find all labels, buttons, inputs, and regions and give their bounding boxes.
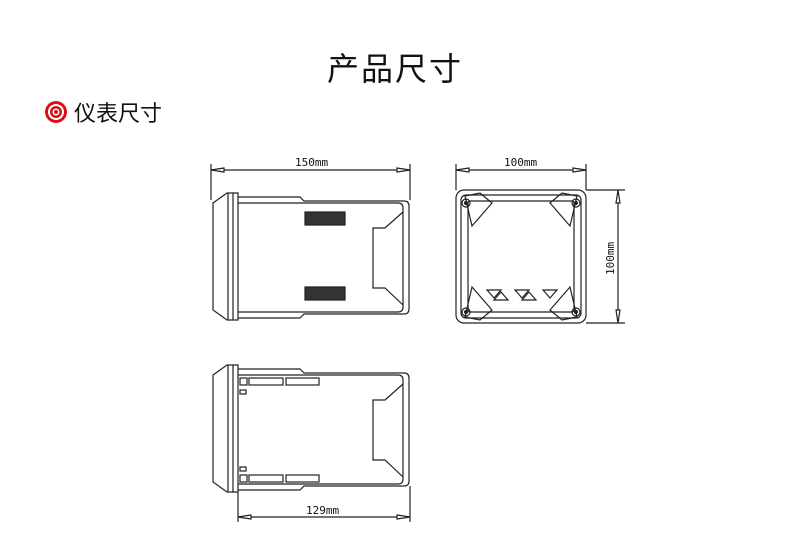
section-heading: 仪表尺寸 (44, 96, 162, 128)
target-icon (45, 101, 67, 123)
side-view-drawing: 150mm (210, 156, 411, 321)
front-view-drawing: 100mm 100mm (455, 156, 625, 324)
page-title: 产品尺寸 (326, 50, 463, 88)
front-height-label: 100mm (604, 242, 617, 275)
front-width-label: 100mm (504, 156, 537, 169)
top-view-drawing: 129mm (212, 364, 411, 522)
section-label: 仪表尺寸 (74, 102, 163, 127)
top-dimension-label: 129mm (306, 504, 339, 517)
side-dimension-label: 150mm (295, 156, 328, 169)
